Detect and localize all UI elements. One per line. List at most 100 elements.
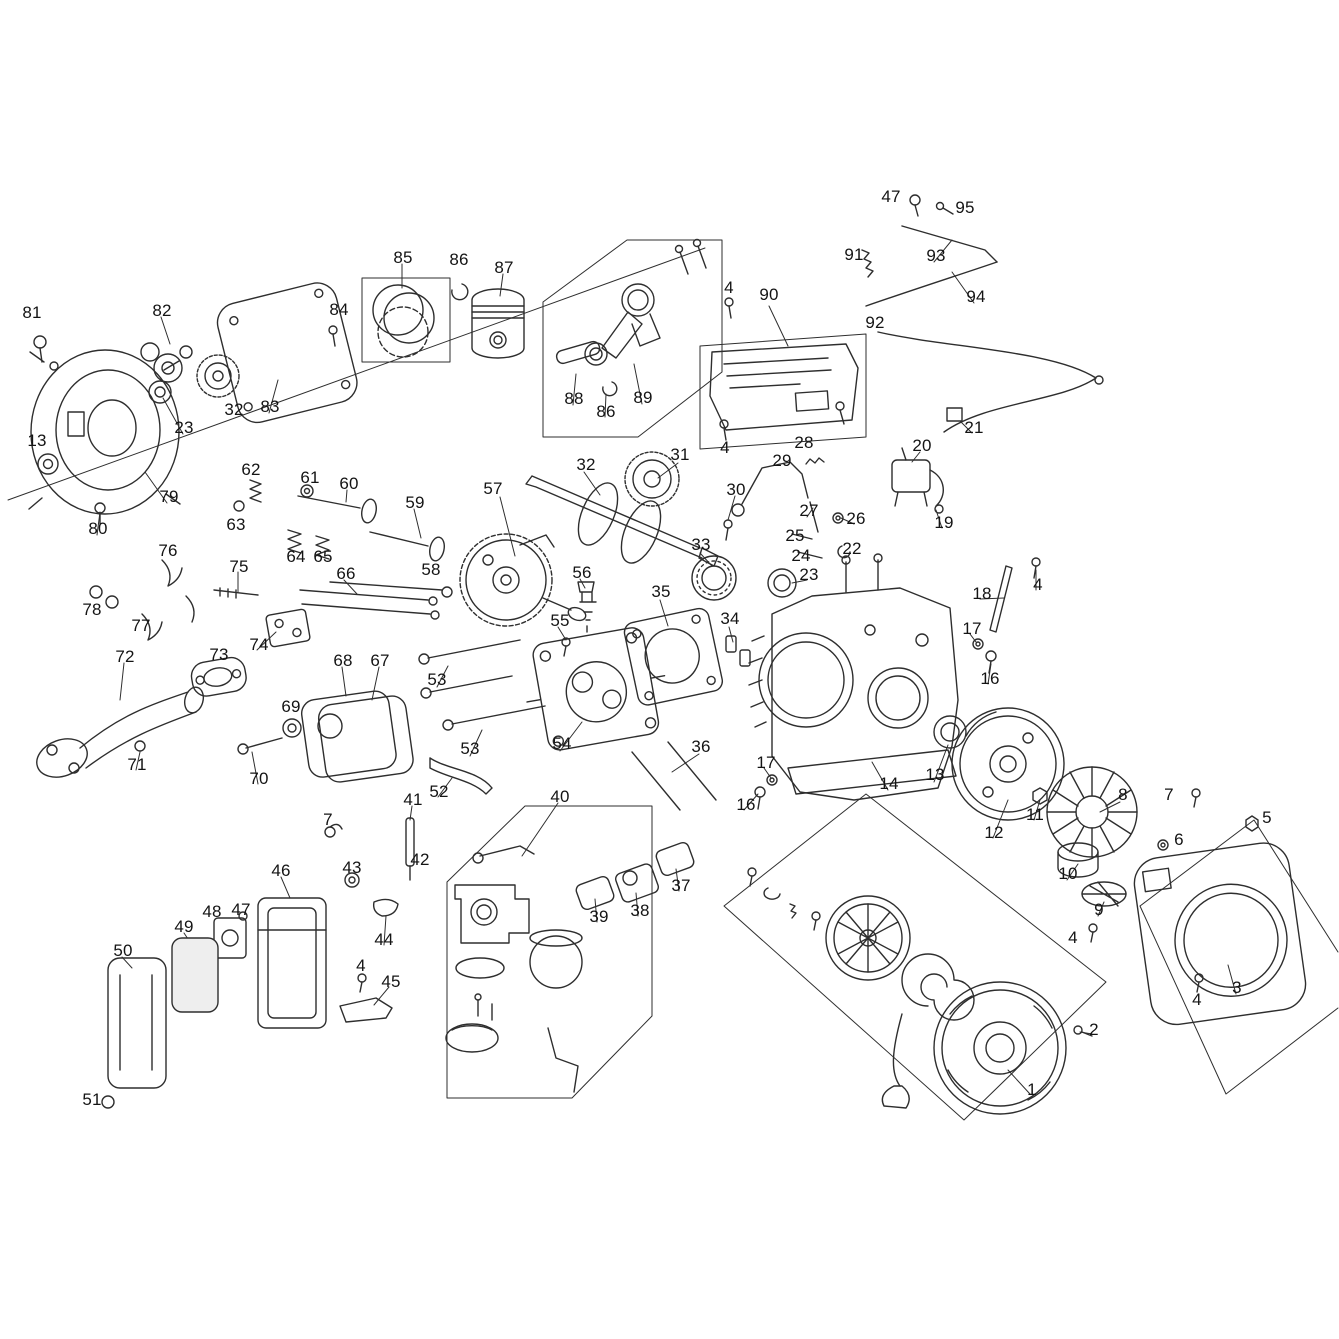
- part-number-label-71: 71: [127, 755, 147, 774]
- control-panel-drawing: [709, 343, 859, 431]
- part-number-label-68: 68: [333, 651, 353, 670]
- part-number-label-53: 53: [427, 670, 447, 689]
- part-number-label-86: 86: [449, 250, 469, 269]
- recoil-starter-drawing: [747, 867, 1067, 1115]
- starter-cup-drawing: [1057, 842, 1099, 878]
- part-number-label-87: 87: [494, 258, 514, 277]
- part-number-label-4: 4: [724, 278, 734, 297]
- valve-train-drawing: [233, 479, 445, 562]
- part-number-label-51: 51: [82, 1090, 102, 1109]
- air-cleaner-drawing: [101, 897, 393, 1109]
- part-number-label-20: 20: [912, 436, 932, 455]
- part-number-label-43: 43: [342, 858, 362, 877]
- part-number-label-7: 7: [1164, 785, 1174, 804]
- part-number-label-82: 82: [152, 301, 172, 320]
- part-number-label-73: 73: [209, 645, 229, 664]
- part-number-label-61: 61: [300, 468, 320, 487]
- crankshaft-drawing: [525, 451, 719, 567]
- part-number-label-48: 48: [202, 902, 222, 921]
- piston-ring-set-drawing: [372, 284, 435, 358]
- drain-hose-drawing: [429, 757, 493, 795]
- part-number-label-17: 17: [962, 619, 982, 638]
- part-number-label-4: 4: [1068, 928, 1078, 947]
- part-number-label-44: 44: [374, 930, 394, 949]
- part-number-label-56: 56: [572, 563, 592, 582]
- part-number-label-83: 83: [260, 397, 280, 416]
- flywheel-nut-drawing: [1032, 787, 1048, 805]
- part-number-label-19: 19: [934, 513, 954, 532]
- part-number-label-32: 32: [224, 400, 244, 419]
- head-bolts-drawing: [418, 639, 546, 731]
- bolt-4-drawing: [719, 297, 734, 441]
- part-number-label-55: 55: [550, 611, 570, 630]
- part-number-label-12: 12: [984, 823, 1004, 842]
- part-number-label-27: 27: [799, 501, 819, 520]
- oil-seal-13-drawing: [933, 715, 967, 749]
- part-number-label-1: 1: [1027, 1080, 1037, 1099]
- part-number-label-34: 34: [720, 609, 740, 628]
- part-number-label-88: 88: [564, 389, 584, 408]
- crankcase-drawing: [748, 553, 959, 801]
- part-number-label-46: 46: [271, 861, 291, 880]
- part-number-label-58: 58: [421, 560, 441, 579]
- part-number-label-10: 10: [1058, 864, 1078, 883]
- part-number-label-89: 89: [633, 388, 653, 407]
- part-number-label-57: 57: [483, 479, 503, 498]
- part-number-label-36: 36: [691, 737, 711, 756]
- part-number-label-9: 9: [1094, 900, 1104, 919]
- part-number-label-67: 67: [370, 651, 390, 670]
- part-number-label-84: 84: [329, 300, 349, 319]
- pushrod-drawing: [299, 581, 453, 620]
- blower-housing-drawing: [28, 349, 181, 525]
- part-number-label-60: 60: [339, 474, 359, 493]
- part-number-label-40: 40: [550, 787, 570, 806]
- part-number-label-8: 8: [1118, 785, 1128, 804]
- exhaust-gasket-drawing: [190, 656, 247, 697]
- part-number-label-17: 17: [756, 753, 776, 772]
- camshaft-drawing: [459, 533, 587, 627]
- part-number-label-22: 22: [842, 539, 862, 558]
- crankcase-cover-gasket-drawing: [216, 282, 358, 424]
- governor-gear-drawing: [33, 335, 240, 404]
- part-number-label-16: 16: [980, 669, 1000, 688]
- part-number-label-52: 52: [429, 782, 449, 801]
- part-number-label-53: 53: [460, 739, 480, 758]
- part-number-label-25: 25: [785, 526, 805, 545]
- dowel-pins-drawing: [725, 635, 751, 667]
- part-number-label-31: 31: [670, 445, 690, 464]
- part-number-label-72: 72: [115, 647, 135, 666]
- oil-seal-23-drawing: [767, 568, 797, 598]
- rocker-arm-drawing: [89, 559, 311, 648]
- ignition-coil-drawing: [891, 407, 963, 514]
- muffler-drawing: [237, 690, 414, 783]
- part-number-label-42: 42: [410, 850, 430, 869]
- part-number-label-62: 62: [241, 460, 261, 479]
- part-number-label-66: 66: [336, 564, 356, 583]
- part-number-label-47: 47: [231, 900, 251, 919]
- part-number-label-81: 81: [22, 303, 42, 322]
- part-number-label-93: 93: [926, 246, 946, 265]
- bolt-84-drawing: [328, 325, 338, 347]
- part-number-label-70: 70: [249, 769, 269, 788]
- part-number-label-90: 90: [759, 285, 779, 304]
- part-number-label-13: 13: [27, 431, 47, 450]
- part-number-label-76: 76: [158, 541, 178, 560]
- part-number-label-37: 37: [671, 876, 691, 895]
- spark-plug-drawing: [561, 581, 597, 657]
- part-number-label-79: 79: [159, 487, 179, 506]
- part-number-label-5: 5: [1262, 808, 1272, 827]
- part-number-label-28: 28: [794, 433, 814, 452]
- part-number-label-35: 35: [651, 582, 671, 601]
- part-number-label-38: 38: [630, 901, 650, 920]
- head-gasket-drawing: [623, 607, 724, 706]
- group-boundary-boxes: [7, 239, 1339, 1121]
- part-number-label-30: 30: [726, 480, 746, 499]
- part-number-label-6: 6: [1174, 830, 1184, 849]
- part-number-label-77: 77: [131, 616, 151, 635]
- part-number-label-2: 2: [1089, 1020, 1099, 1039]
- part-number-label-78: 78: [82, 600, 102, 619]
- cylinder-head-drawing: [526, 627, 666, 751]
- part-number-label-45: 45: [381, 972, 401, 991]
